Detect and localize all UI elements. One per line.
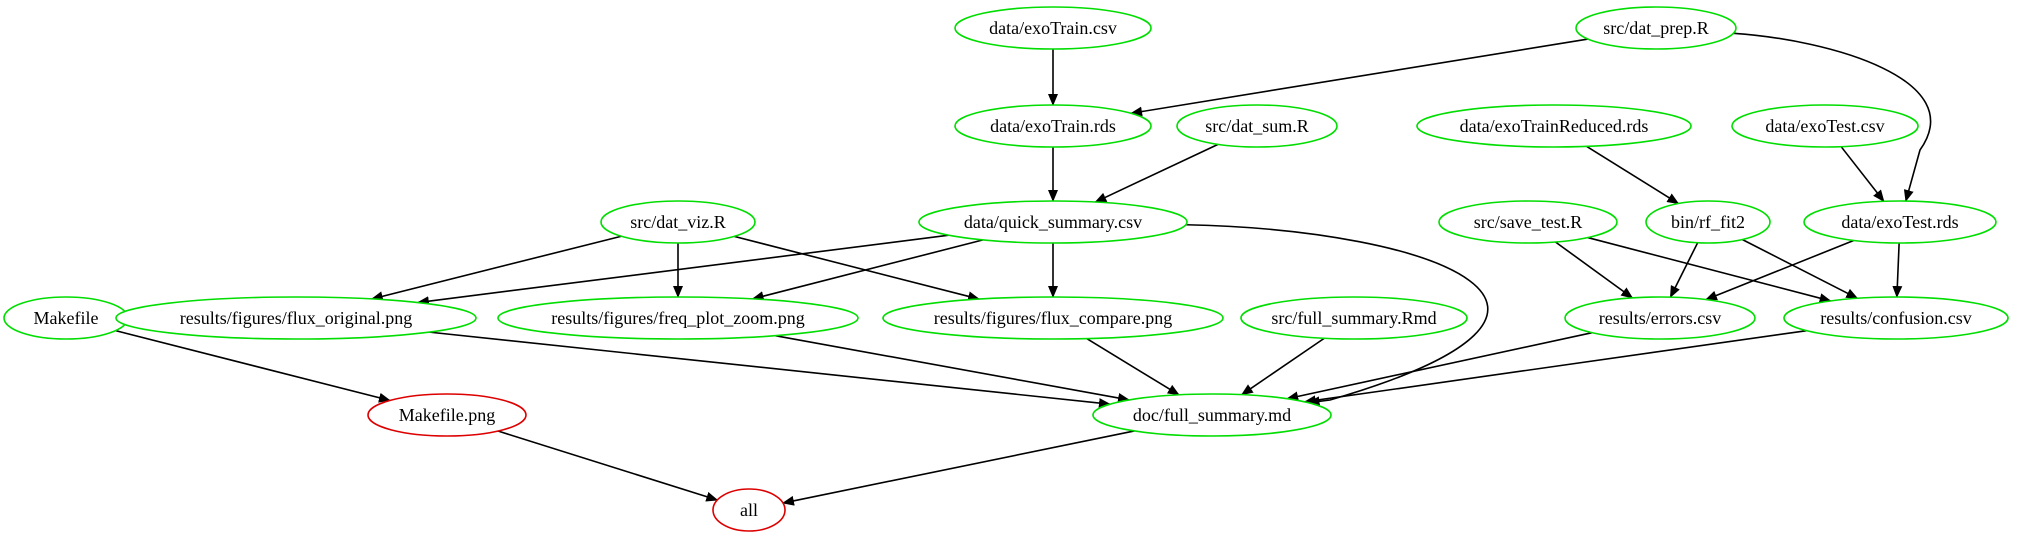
edge-flux_compare_png-to-full_summary_md xyxy=(1086,337,1180,396)
edge-quick_summary_csv-to-freq_plot_zoom_png xyxy=(751,239,984,302)
edge-quick_summary_csv-to-full_summary_md xyxy=(1185,223,1489,407)
node-ellipse xyxy=(1575,6,1737,50)
node-label: all xyxy=(740,500,758,520)
node-Makefile-png: Makefile.png xyxy=(367,393,527,437)
node-label: data/exoTrain.csv xyxy=(989,18,1117,38)
node-freq-plot-zoom-png: results/figures/freq_plot_zoom.png xyxy=(497,296,859,340)
edge-quick_summary_csv-to-flux_original_png xyxy=(416,234,949,307)
edge-exoTest_rds-to-errors_csv xyxy=(1705,239,1855,301)
edge-exoTest_csv-to-exoTest_rds xyxy=(1840,146,1885,203)
edge-exoTest_rds-to-confusion_csv xyxy=(1892,242,1903,299)
nodes-layer: data/exoTrain.csv src/dat_prep.R data/exoT… xyxy=(3,6,2009,532)
node-label: src/dat_viz.R xyxy=(630,212,725,232)
node-ellipse xyxy=(115,296,477,340)
edge-dat_prep_R-to-exoTrain_rds xyxy=(1130,38,1589,117)
node-dat-prep-R: src/dat_prep.R xyxy=(1575,6,1737,50)
node-ellipse xyxy=(600,200,756,244)
node-ellipse xyxy=(1783,296,2009,340)
node-label: src/dat_prep.R xyxy=(1603,18,1708,38)
node-label: results/figures/flux_original.png xyxy=(180,308,412,328)
node-label: data/exoTest.rds xyxy=(1841,212,1958,232)
node-ellipse xyxy=(712,488,786,532)
node-Makefile: Makefile xyxy=(3,296,129,340)
node-label: data/exoTrain.rds xyxy=(990,116,1116,136)
node-flux-original-png: results/figures/flux_original.png xyxy=(115,296,477,340)
node-label: results/errors.csv xyxy=(1599,308,1721,328)
node-exoTest-rds: data/exoTest.rds xyxy=(1803,200,1997,244)
edges-layer xyxy=(115,32,1932,506)
node-ellipse xyxy=(1564,296,1756,340)
node-label: data/quick_summary.csv xyxy=(964,212,1142,232)
edge-save_test_R-to-errors_csv xyxy=(1554,241,1634,299)
node-dat-sum-R: src/dat_sum.R xyxy=(1176,104,1338,148)
edge-full_summary_md-to-all xyxy=(781,430,1135,506)
node-ellipse xyxy=(954,104,1152,148)
node-label: doc/full_summary.md xyxy=(1133,405,1291,425)
edge-save_test_R-to-confusion_csv xyxy=(1587,236,1832,304)
node-ellipse xyxy=(1176,104,1338,148)
node-label: Makefile xyxy=(34,308,99,328)
node-rf-fit2: bin/rf_fit2 xyxy=(1645,200,1771,244)
node-ellipse xyxy=(1438,200,1618,244)
node-ellipse xyxy=(918,200,1188,244)
node-label: results/confusion.csv xyxy=(1820,308,1971,328)
edge-dat_sum_R-to-quick_summary_csv xyxy=(1094,143,1219,203)
node-ellipse xyxy=(1803,200,1997,244)
node-ellipse xyxy=(497,296,859,340)
node-exoTrain-csv: data/exoTrain.csv xyxy=(954,6,1152,50)
edge-freq_plot_zoom_png-to-full_summary_md xyxy=(775,334,1131,403)
node-label: results/figures/flux_compare.png xyxy=(934,308,1172,328)
edge-full_summary_Rmd-to-full_summary_md xyxy=(1240,337,1325,396)
node-label: Makefile.png xyxy=(399,405,495,425)
node-label: bin/rf_fit2 xyxy=(1671,212,1745,232)
node-label: data/exoTrainReduced.rds xyxy=(1460,116,1649,136)
node-all: all xyxy=(712,488,786,532)
node-ellipse xyxy=(367,393,527,437)
edge-Makefile_png-to-all xyxy=(497,430,719,502)
node-label: src/save_test.R xyxy=(1474,212,1582,232)
edge-flux_original_png-to-full_summary_md xyxy=(429,331,1111,409)
node-ellipse xyxy=(1645,200,1771,244)
edge-errors_csv-to-full_summary_md xyxy=(1286,331,1593,402)
node-ellipse xyxy=(1416,104,1692,148)
edge-Makefile-to-Makefile_png xyxy=(115,329,391,403)
edge-rf_fit2-to-confusion_csv xyxy=(1741,238,1859,299)
node-quick-summary-csv: data/quick_summary.csv xyxy=(918,200,1188,244)
edge-confusion_csv-to-full_summary_md xyxy=(1303,329,1807,406)
node-ellipse xyxy=(1240,296,1468,340)
node-flux-compare-png: results/figures/flux_compare.png xyxy=(882,296,1224,340)
node-label: results/figures/freq_plot_zoom.png xyxy=(551,308,804,328)
node-exoTrain-rds: data/exoTrain.rds xyxy=(954,104,1152,148)
node-errors-csv: results/errors.csv xyxy=(1564,296,1756,340)
node-label: src/full_summary.Rmd xyxy=(1271,308,1436,328)
node-save-test-R: src/save_test.R xyxy=(1438,200,1618,244)
edge-dat_viz_R-to-flux_original_png xyxy=(370,235,622,302)
node-full-summary-md: doc/full_summary.md xyxy=(1092,393,1332,437)
node-ellipse xyxy=(1731,104,1919,148)
node-confusion-csv: results/confusion.csv xyxy=(1783,296,2009,340)
node-ellipse xyxy=(882,296,1224,340)
edge-dat_prep_R-to-exoTest_rds xyxy=(1733,32,1932,203)
edge-dat_viz_R-to-flux_compare_png xyxy=(733,235,981,302)
node-exoTest-csv: data/exoTest.csv xyxy=(1731,104,1919,148)
node-label: src/dat_sum.R xyxy=(1205,116,1309,136)
edge-exoTrainReduced_rds-to-rf_fit2 xyxy=(1586,145,1680,205)
node-label: data/exoTest.csv xyxy=(1765,116,1884,136)
node-ellipse xyxy=(1092,393,1332,437)
node-dat-viz-R: src/dat_viz.R xyxy=(600,200,756,244)
edge-rf_fit2-to-errors_csv xyxy=(1669,242,1699,299)
node-full-summary-Rmd: src/full_summary.Rmd xyxy=(1240,296,1468,340)
node-ellipse xyxy=(954,6,1152,50)
node-exoTrainReduced-rds: data/exoTrainReduced.rds xyxy=(1416,104,1692,148)
